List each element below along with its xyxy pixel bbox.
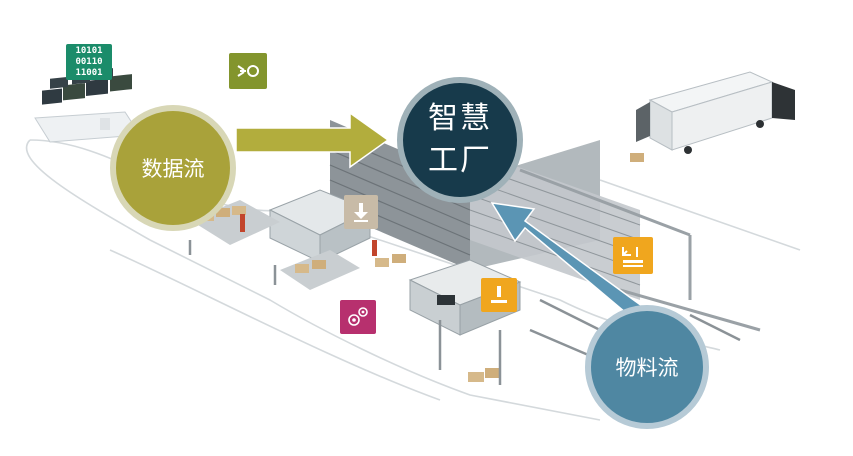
storage-tower bbox=[329, 120, 761, 332]
binary-line-1: 10101 bbox=[75, 45, 103, 56]
gear-settings-icon bbox=[340, 300, 376, 334]
data-flow-label: 数据流 bbox=[141, 157, 205, 181]
material-flow-arrow bbox=[490, 202, 644, 320]
material-flow-circle: 物料流 bbox=[585, 305, 709, 429]
data-flow-arrow bbox=[235, 111, 390, 169]
binary-line-2: 00110 bbox=[75, 56, 103, 67]
binary-data-icon: 10101 00110 11001 bbox=[66, 44, 112, 80]
material-flow-label: 物料流 bbox=[615, 356, 679, 380]
control-center bbox=[34, 68, 141, 143]
data-flow-circle: 数据流 bbox=[110, 105, 236, 231]
smart-factory-circle: 智慧 工厂 bbox=[397, 77, 523, 203]
download-arrow-icon bbox=[344, 195, 378, 229]
bending-press-icon bbox=[613, 237, 653, 274]
truck bbox=[636, 71, 795, 154]
smart-factory-label-line2: 工厂 bbox=[428, 143, 492, 178]
binary-line-3: 11001 bbox=[75, 67, 103, 78]
smart-factory-label-line1: 智慧 bbox=[428, 101, 492, 136]
laser-cutting-icon bbox=[481, 278, 517, 312]
input-to-process-icon bbox=[229, 53, 267, 89]
